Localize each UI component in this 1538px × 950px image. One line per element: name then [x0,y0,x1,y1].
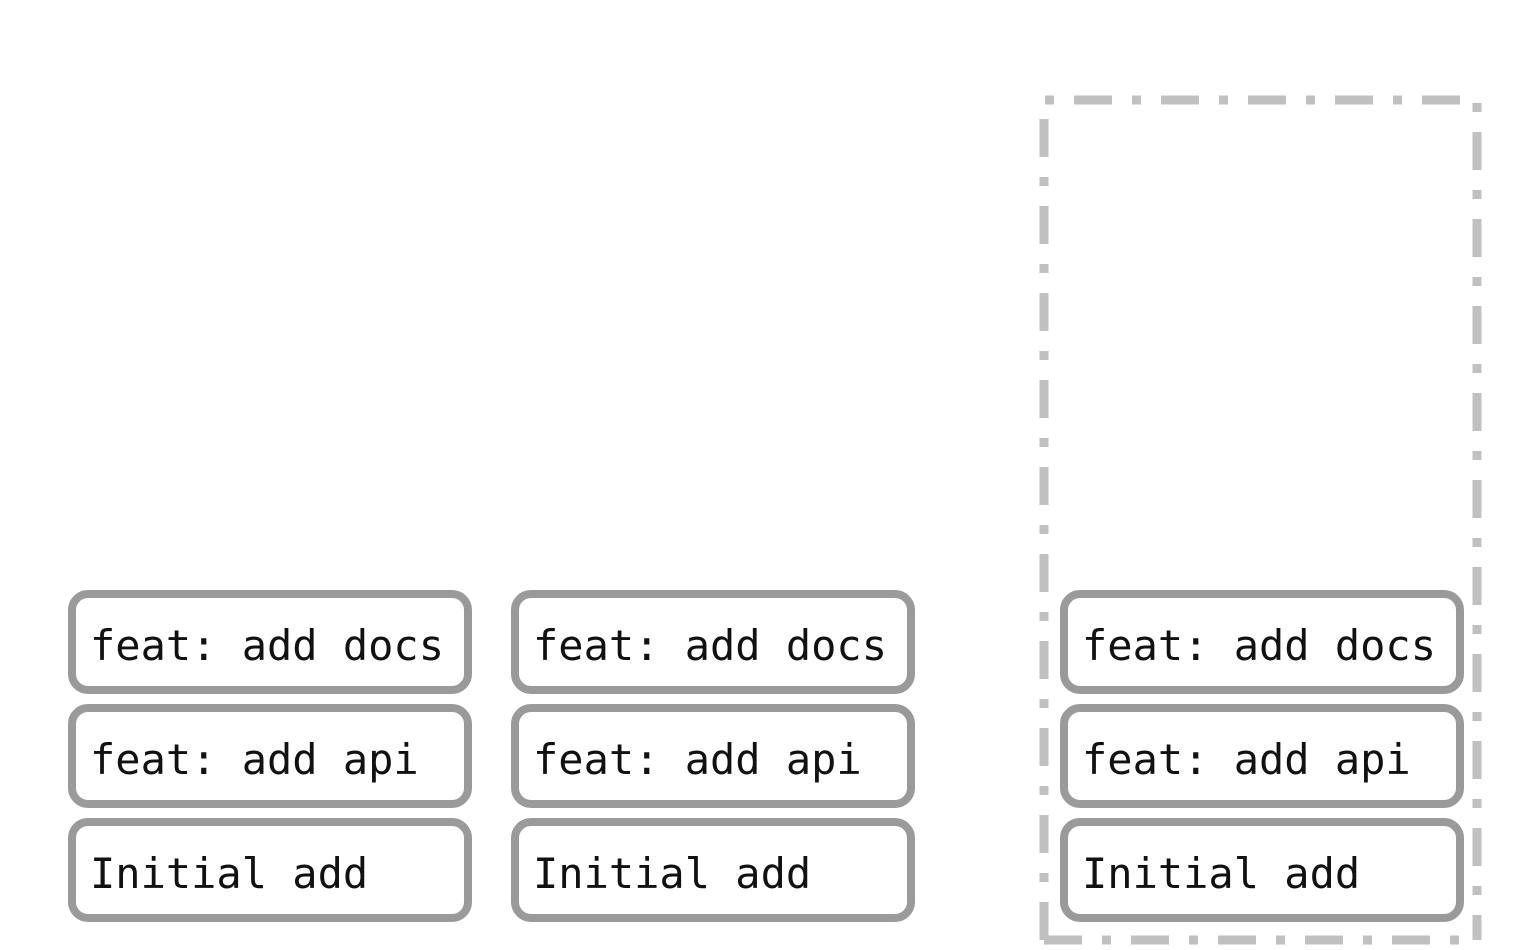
commit-node[interactable]: Initial add [68,818,472,922]
commit-node[interactable]: Initial add [1060,818,1464,922]
commit-node[interactable]: Initial add [511,818,915,922]
commit-stack-1: feat: add docs feat: add api Initial add [68,590,472,932]
commit-node[interactable]: feat: add api [1060,704,1464,808]
dashdot-frame [1039,95,1482,940]
commit-node[interactable]: feat: add docs [1060,590,1464,694]
commit-stack-3: feat: add docs feat: add api Initial add [1060,590,1464,932]
commit-node[interactable]: feat: add docs [68,590,472,694]
commit-node[interactable]: feat: add api [68,704,472,808]
commit-node[interactable]: feat: add docs [511,590,915,694]
commit-stack-2: feat: add docs feat: add api Initial add [511,590,915,932]
commit-node[interactable]: feat: add api [511,704,915,808]
